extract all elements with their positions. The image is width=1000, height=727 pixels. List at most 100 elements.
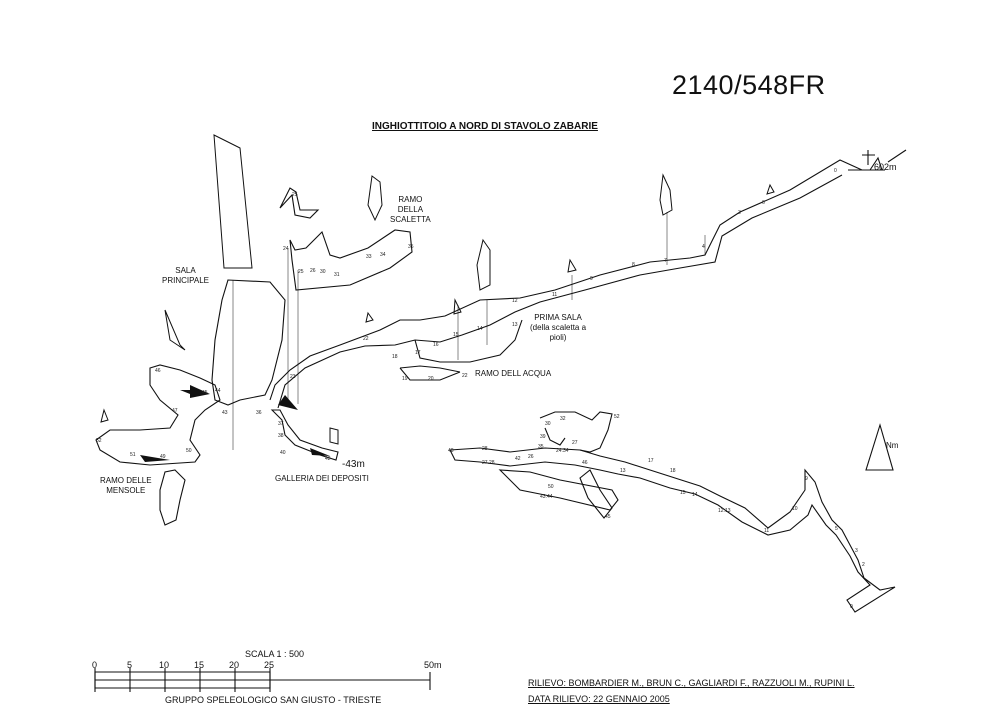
- svg-text:9: 9: [590, 276, 593, 282]
- svg-text:3: 3: [738, 210, 741, 216]
- svg-text:27: 27: [572, 440, 578, 446]
- svg-text:10: 10: [792, 506, 798, 512]
- svg-text:37: 37: [278, 421, 284, 427]
- svg-text:49: 49: [160, 454, 166, 460]
- svg-text:35: 35: [408, 244, 414, 250]
- svg-text:52: 52: [614, 414, 620, 420]
- svg-text:22: 22: [462, 373, 468, 379]
- svg-text:45: 45: [202, 390, 208, 396]
- survey-title: INGHIOTTITOIO A NORD DI STAVOLO ZABARIE: [372, 121, 598, 132]
- svg-text:18: 18: [670, 468, 676, 474]
- svg-text:34: 34: [380, 252, 386, 258]
- svg-text:11: 11: [552, 292, 557, 298]
- svg-text:8: 8: [632, 262, 635, 268]
- label-galleria-depositi: GALLERIA DEI DEPOSITI: [275, 474, 369, 483]
- svg-text:25: 25: [292, 192, 298, 198]
- scale-tick: 50m: [424, 660, 442, 670]
- scale-tick: 0: [92, 660, 98, 670]
- svg-text:30: 30: [545, 421, 551, 427]
- svg-text:50: 50: [548, 484, 554, 490]
- north-label: Nm: [886, 441, 899, 450]
- label-line: PRINCIPALE: [162, 276, 209, 285]
- label-line: MENSOLE: [106, 486, 146, 495]
- svg-text:33: 33: [366, 254, 372, 260]
- label-line: RAMO DELLE: [100, 476, 152, 485]
- svg-text:46: 46: [155, 368, 161, 374]
- scale-tick: 15: [194, 660, 205, 670]
- svg-text:16: 16: [433, 342, 439, 348]
- label-sala-principale: SALA PRINCIPALE: [162, 266, 209, 286]
- svg-text:14: 14: [477, 326, 483, 332]
- svg-text:24: 24: [283, 246, 289, 252]
- svg-text:45: 45: [605, 514, 611, 520]
- svg-text:3: 3: [855, 548, 858, 554]
- svg-text:19: 19: [402, 376, 408, 382]
- label-line: DELLA: [397, 205, 424, 214]
- svg-text:0: 0: [834, 168, 837, 174]
- scale-tick: 5: [127, 660, 133, 670]
- svg-text:5: 5: [835, 526, 838, 532]
- survey-date: DATA RILIEVO: 22 GENNAIO 2005: [528, 694, 670, 704]
- svg-text:25: 25: [298, 269, 304, 275]
- svg-text:27.28: 27.28: [482, 460, 495, 466]
- scale-tick: 25: [264, 660, 275, 670]
- label-prima-sala: PRIMA SALA (della scaletta a pioli): [530, 313, 586, 343]
- svg-text:18: 18: [392, 354, 398, 360]
- svg-text:42: 42: [515, 456, 521, 462]
- svg-text:31: 31: [334, 272, 340, 278]
- svg-text:15: 15: [680, 490, 686, 496]
- svg-text:17: 17: [415, 350, 421, 356]
- label-line: (della scaletta a: [530, 323, 587, 332]
- svg-text:13: 13: [620, 468, 626, 474]
- cave-code: 2140/548FR: [672, 70, 826, 100]
- svg-text:38: 38: [278, 433, 284, 439]
- group-name: GRUPPO SPELEOLOGICO SAN GIUSTO - TRIESTE: [165, 695, 382, 705]
- label-line: pioli): [549, 333, 567, 342]
- svg-text:12.13: 12.13: [718, 508, 731, 514]
- svg-text:2: 2: [862, 562, 865, 568]
- svg-text:36: 36: [256, 410, 262, 416]
- svg-text:42: 42: [325, 456, 331, 462]
- scale-title: SCALA 1 : 500: [245, 649, 305, 659]
- label-line: SCALETTA: [390, 215, 431, 224]
- label-ramo-acqua: RAMO DELL ACQUA: [475, 369, 552, 378]
- survey-credits: RILIEVO: BOMBARDIER M., BRUN C., GAGLIAR…: [528, 678, 855, 688]
- svg-text:26: 26: [528, 454, 534, 460]
- svg-text:39: 39: [540, 434, 546, 440]
- scale-tick: 10: [159, 660, 170, 670]
- svg-text:35: 35: [538, 444, 544, 450]
- svg-text:17: 17: [648, 458, 654, 464]
- svg-text:43: 43: [222, 410, 228, 416]
- label-ramo-scaletta: RAMO DELLA SCALETTA: [390, 195, 431, 225]
- svg-text:13: 13: [512, 322, 518, 328]
- svg-text:11: 11: [764, 528, 769, 534]
- svg-text:50: 50: [186, 448, 192, 454]
- svg-text:40: 40: [280, 450, 286, 456]
- svg-text:44: 44: [215, 388, 221, 394]
- svg-text:28: 28: [482, 446, 488, 452]
- svg-text:15: 15: [453, 332, 459, 338]
- svg-text:24.34: 24.34: [556, 448, 569, 454]
- svg-text:9: 9: [805, 476, 808, 482]
- label-ramo-mensole: RAMO DELLE MENSOLE: [100, 476, 152, 496]
- entrance-elevation: 602m: [874, 162, 897, 172]
- svg-text:32: 32: [560, 416, 566, 422]
- svg-text:30: 30: [320, 269, 326, 275]
- scale-tick: 20: [229, 660, 240, 670]
- svg-text:4: 4: [702, 244, 705, 250]
- svg-text:22: 22: [363, 336, 369, 342]
- svg-text:46: 46: [582, 460, 588, 466]
- svg-text:52: 52: [96, 438, 102, 444]
- svg-text:0: 0: [850, 604, 853, 610]
- label-line: SALA: [175, 266, 196, 275]
- label-line: RAMO: [398, 195, 423, 204]
- svg-text:20: 20: [428, 376, 434, 382]
- svg-text:14: 14: [692, 492, 698, 498]
- label-line: PRIMA SALA: [534, 313, 582, 322]
- svg-text:12: 12: [512, 298, 518, 304]
- svg-text:6: 6: [762, 200, 765, 206]
- svg-text:47: 47: [172, 408, 178, 414]
- svg-text:51: 51: [130, 452, 136, 458]
- svg-text:43.44: 43.44: [540, 494, 553, 500]
